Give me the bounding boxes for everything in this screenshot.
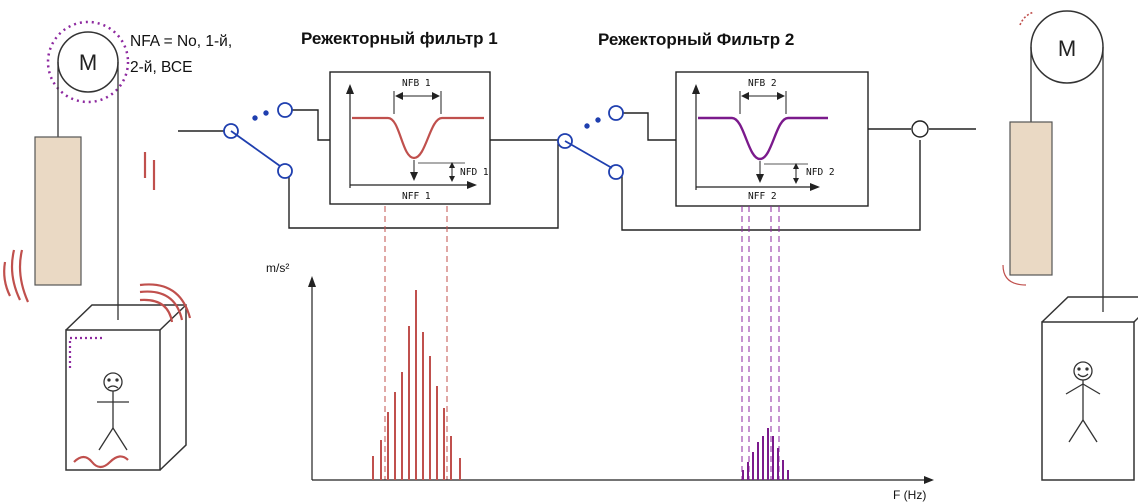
nfd2-label: NFD 2 xyxy=(806,167,835,178)
nfa-line-2: 2-й, ВСЕ xyxy=(130,59,192,76)
right-motor-label: M xyxy=(1058,36,1076,61)
summing-junction-icon xyxy=(911,120,929,138)
nfa-line-1: NFA = No, 1-й, xyxy=(130,33,232,50)
filter1-title: Режекторный фильтр 1 xyxy=(301,29,498,48)
notch-filter-2: NFB 2 NFF 2 NFD 2 xyxy=(675,71,869,207)
sad-face-icon xyxy=(97,372,129,451)
nfd1-label: NFD 1 xyxy=(460,167,489,178)
nff2-label: NFF 2 xyxy=(748,191,777,202)
nff1-label: NFF 1 xyxy=(402,191,431,202)
left-counterweight-icon xyxy=(34,136,82,286)
filter2-title: Режекторный Фильтр 2 xyxy=(598,30,794,49)
right-elevator-car-icon xyxy=(1041,296,1138,481)
x-axis-label: F (Hz) xyxy=(893,488,926,502)
left-elevator: M xyxy=(3,20,192,471)
y-axis-label: m/s² xyxy=(266,261,289,275)
selector-switch-icon xyxy=(557,105,624,180)
happy-face-icon xyxy=(1065,361,1101,443)
notch-filter-1: NFB 1 NFF 1 NFD 1 xyxy=(329,71,491,205)
left-motor-label: M xyxy=(79,50,97,75)
spectrum-plot: m/s² F (Hz) xyxy=(266,206,934,502)
left-motor-vibration-ring xyxy=(46,20,130,104)
selector-switch-icon xyxy=(223,102,293,179)
right-counterweight-icon xyxy=(1009,121,1053,276)
nfb1-label: NFB 1 xyxy=(402,78,431,89)
spectrum-bars-2 xyxy=(742,428,789,480)
filter1-band-guides xyxy=(384,206,448,480)
spectrum-bars-1 xyxy=(372,290,461,480)
nfb2-label: NFB 2 xyxy=(748,78,777,89)
filter2-band-guides xyxy=(741,206,780,480)
left-elevator-car-icon xyxy=(65,304,187,471)
right-elevator: M xyxy=(1002,10,1138,481)
vibration-lines-icon xyxy=(3,152,192,323)
